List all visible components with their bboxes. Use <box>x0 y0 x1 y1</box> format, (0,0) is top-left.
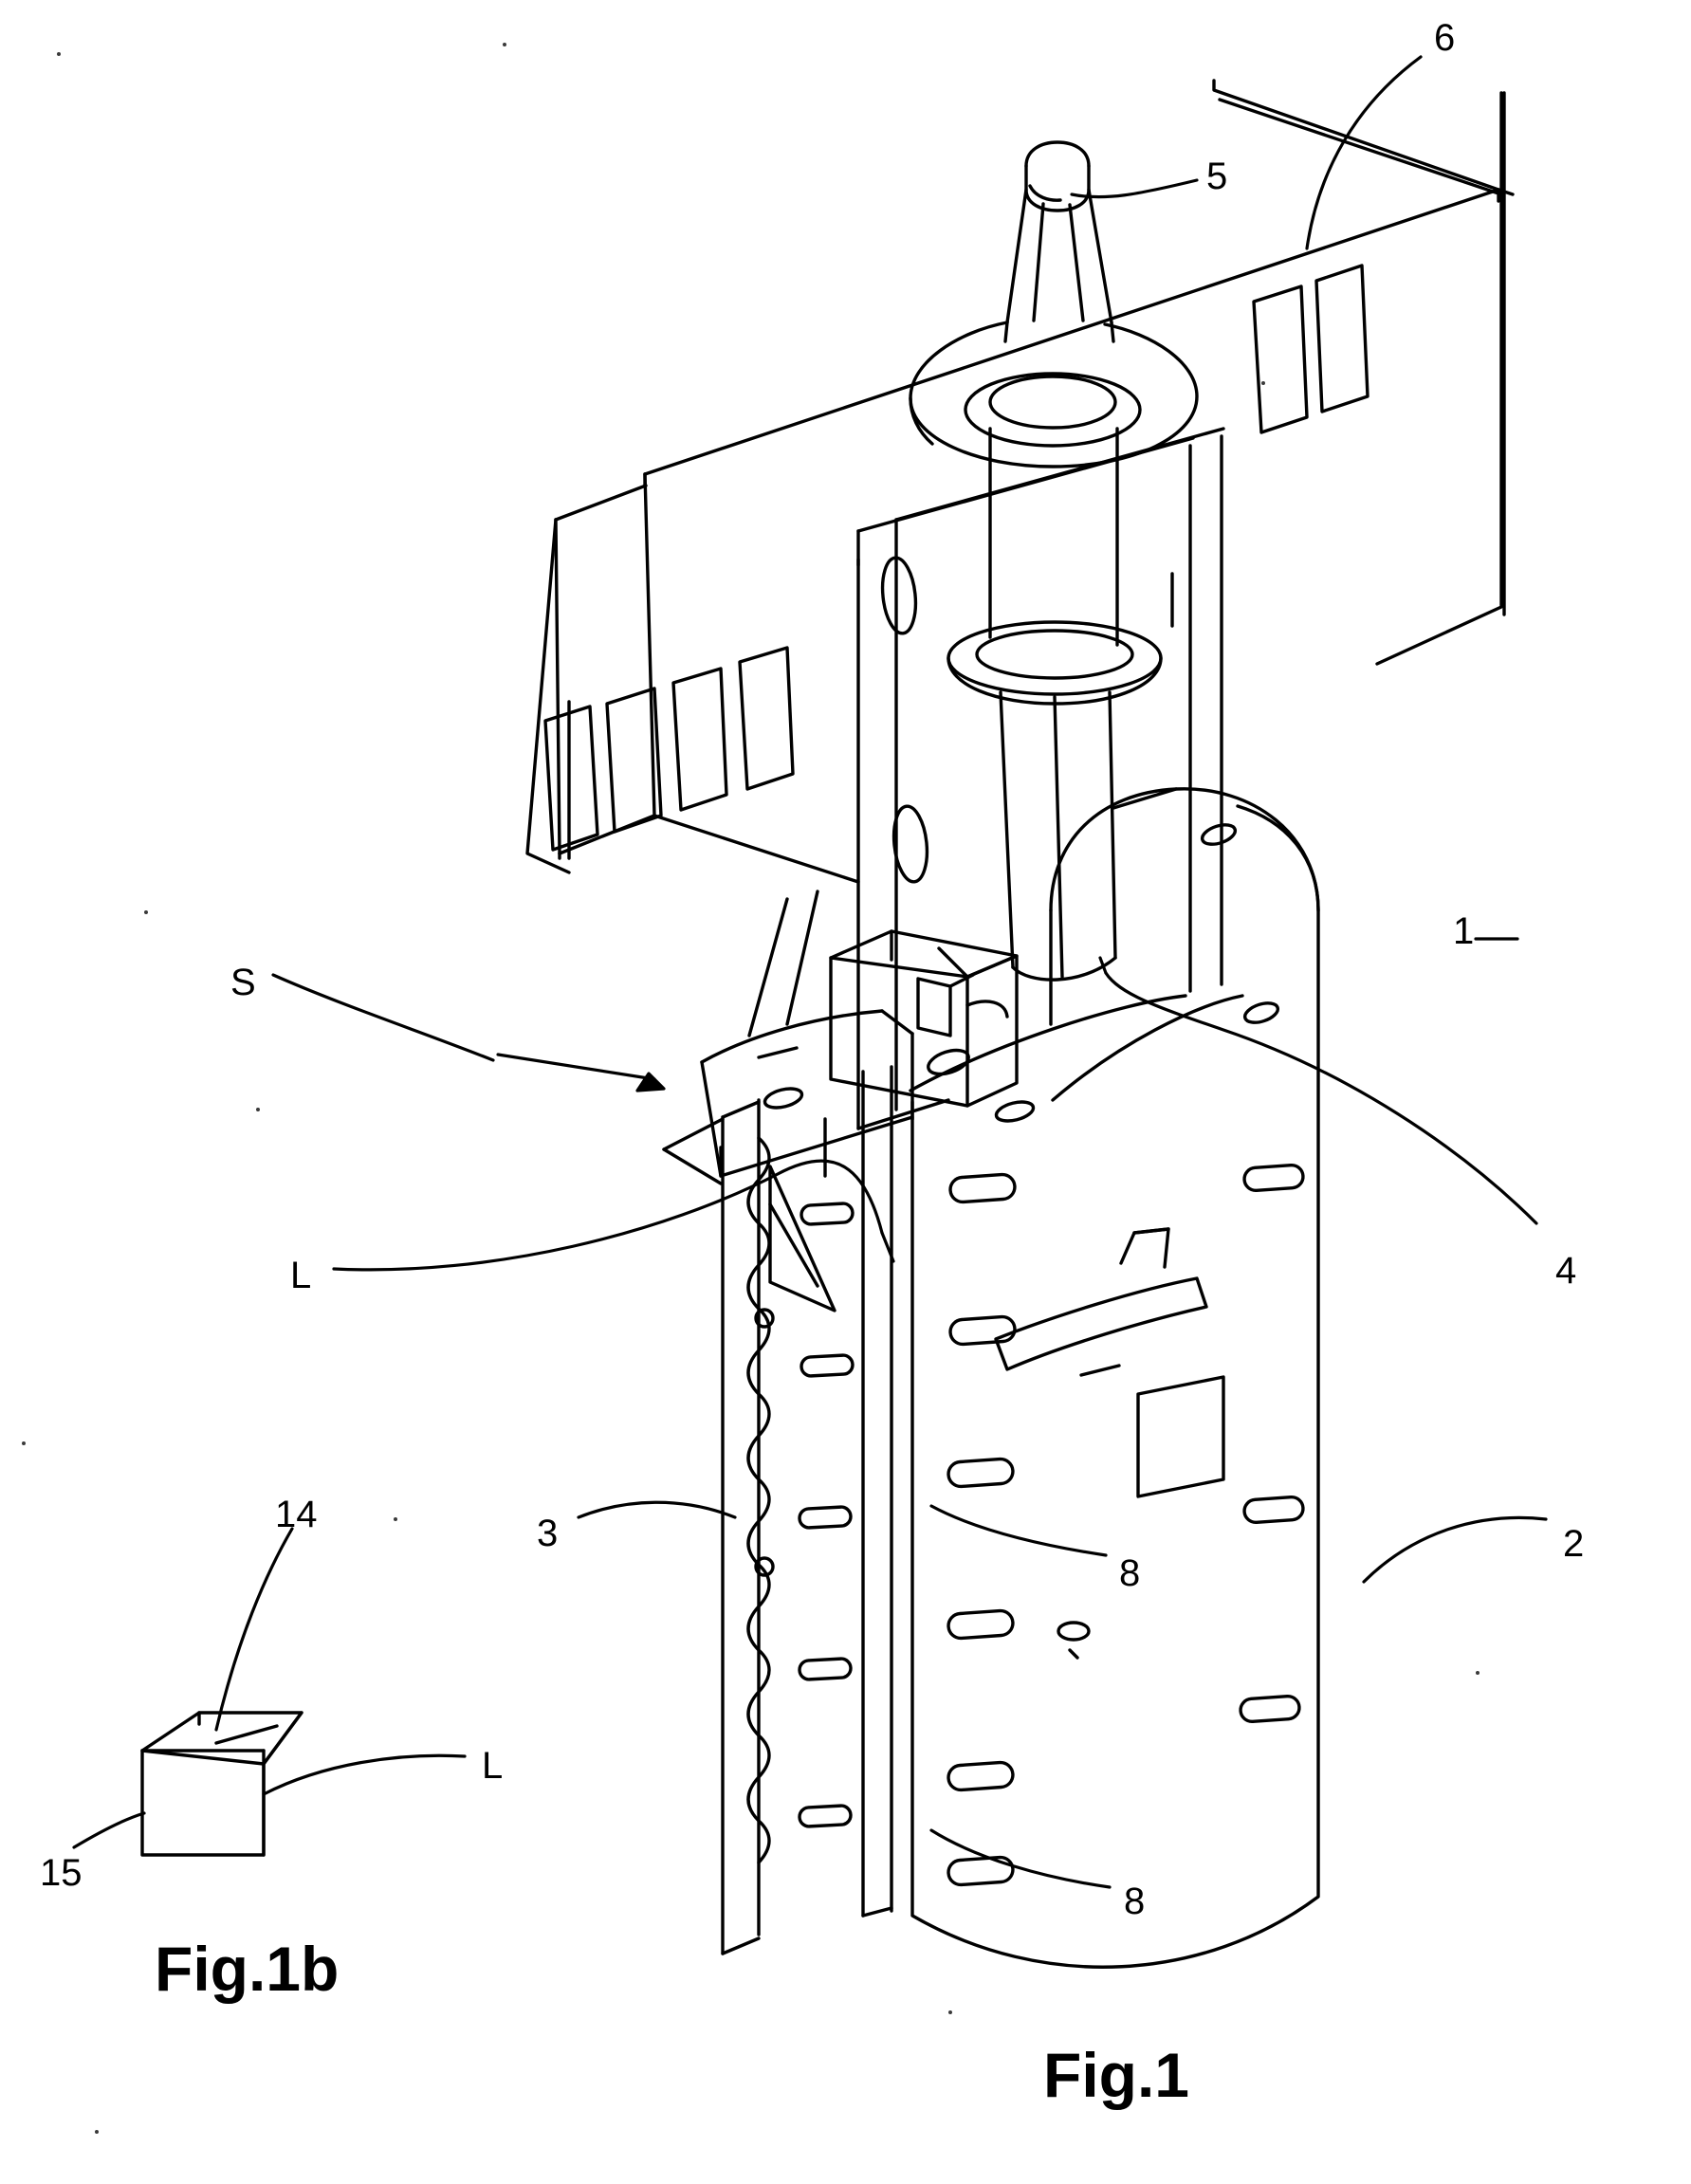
reference-label-l-fig1: L <box>290 1255 312 1296</box>
leader-S <box>271 973 495 1062</box>
reference-label-3: 3 <box>537 1513 559 1554</box>
scan-speck <box>144 910 148 914</box>
leader-S-arrowhead <box>635 1072 666 1092</box>
scan-speck <box>22 1441 26 1445</box>
leader-14 <box>214 1527 294 1732</box>
guide-rail <box>721 1065 893 1955</box>
shell-slots <box>927 823 1305 1887</box>
shaft-assembly <box>909 140 1199 982</box>
leader-6 <box>1305 55 1423 250</box>
scan-speck <box>256 1108 260 1111</box>
upper-plate-ribs <box>543 264 1369 860</box>
support-bracket <box>662 890 1244 1185</box>
reference-label-8-upper: 8 <box>1119 1552 1141 1594</box>
reference-label-8-lower: 8 <box>1124 1881 1146 1922</box>
leader-8b <box>929 1828 1112 1889</box>
reference-label-6: 6 <box>1434 17 1456 59</box>
leader-S-arrow-line <box>496 1053 656 1081</box>
reference-label-5: 5 <box>1206 156 1228 197</box>
reference-label-l-fig1b: L <box>482 1745 504 1787</box>
leader-15 <box>72 1811 146 1849</box>
reference-label-4: 4 <box>1555 1250 1577 1292</box>
leader-8a <box>929 1504 1108 1557</box>
scan-speck <box>394 1517 397 1521</box>
leader-2 <box>1362 1515 1548 1584</box>
reference-label-s: S <box>230 962 256 1003</box>
scan-speck <box>948 2010 952 2014</box>
scan-speck <box>1476 1671 1480 1675</box>
leader-lines <box>72 55 1548 1889</box>
reference-label-14: 14 <box>275 1494 318 1535</box>
leader-3 <box>577 1500 737 1519</box>
scan-speck <box>503 43 506 46</box>
upper-flange-panel <box>525 79 1515 884</box>
reference-label-15: 15 <box>40 1852 83 1894</box>
figure-caption-1b: Fig.1b <box>155 1934 340 2004</box>
leader-L1 <box>332 1159 884 1272</box>
scan-speck <box>95 2130 99 2134</box>
shell-handle <box>994 1227 1225 1498</box>
pillar-body <box>856 427 1225 1130</box>
pillar-slots <box>856 556 929 884</box>
slider-bracket <box>829 929 1019 1108</box>
scan-speck <box>57 52 61 56</box>
leader-L2 <box>262 1753 467 1796</box>
reference-label-2: 2 <box>1563 1523 1585 1565</box>
leader-5 <box>1070 178 1199 199</box>
reference-label-1: 1 <box>1453 910 1475 952</box>
scan-speck <box>1261 381 1265 385</box>
gusset <box>768 1165 836 1312</box>
figure-caption-1: Fig.1 <box>1043 2040 1190 2110</box>
slider-block-detail <box>140 1711 303 1857</box>
leader-4 <box>1104 971 1538 1225</box>
